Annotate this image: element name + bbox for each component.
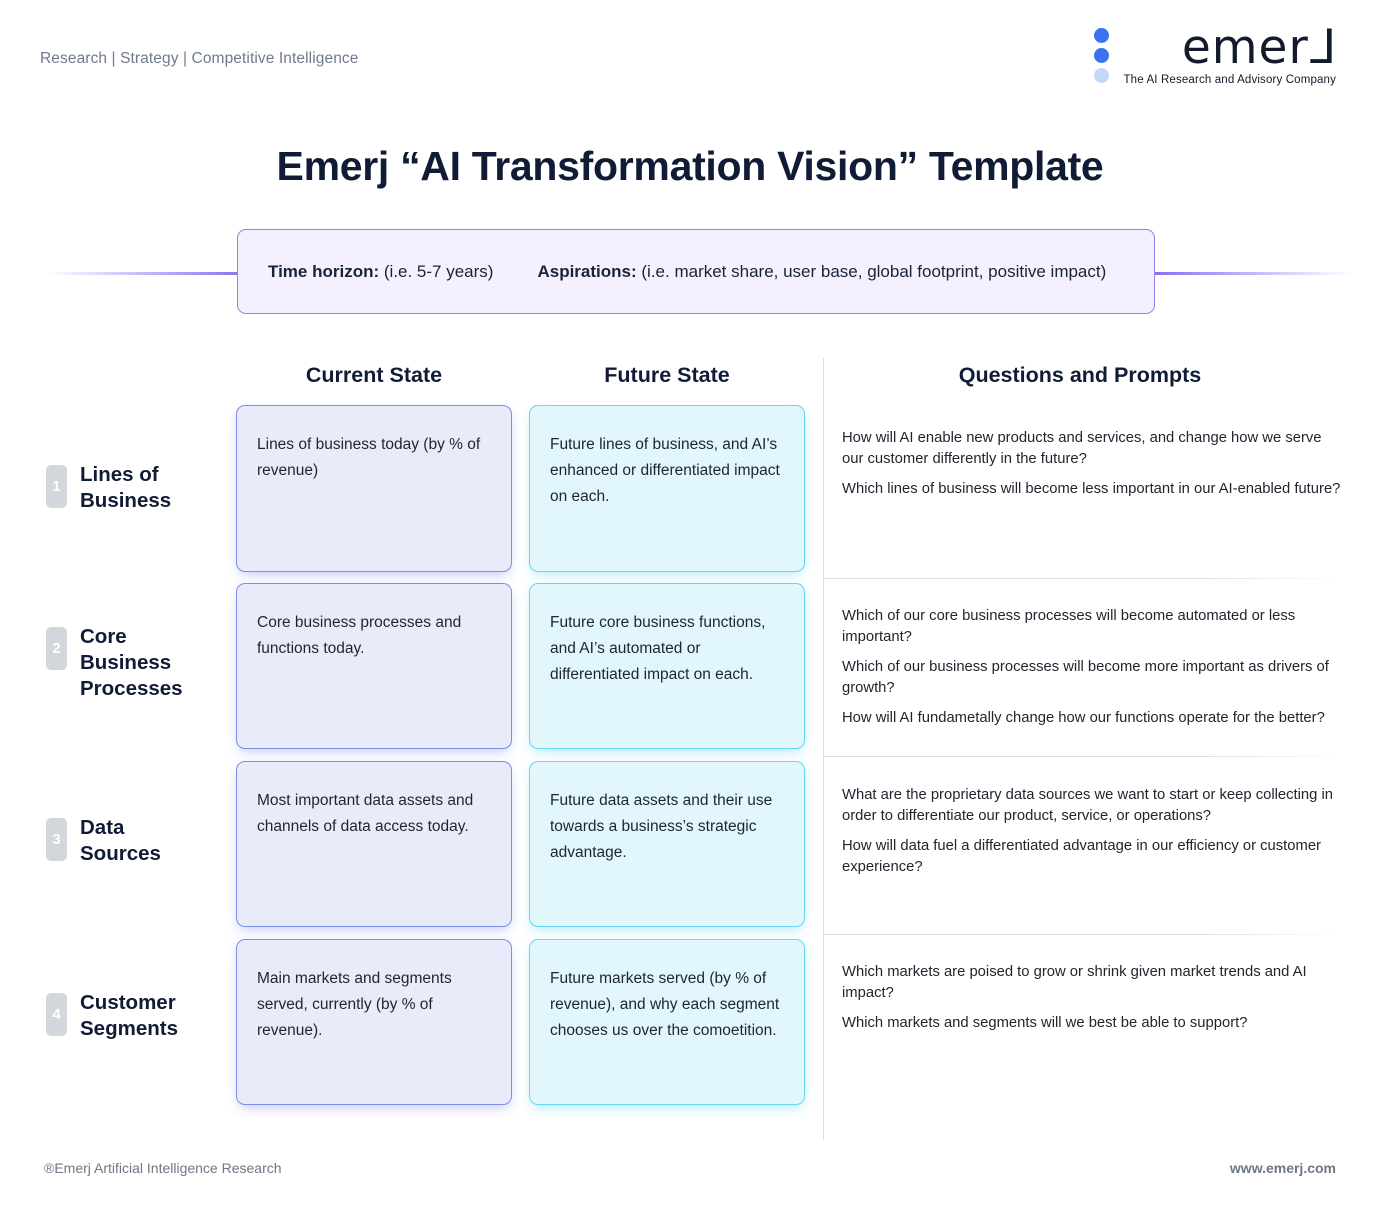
future-state-card[interactable]: Future data assets and their use towards… (529, 761, 805, 927)
column-header-future-state: Future State (604, 363, 730, 387)
row-divider (824, 756, 1344, 758)
page-header: Research | Strategy | Competitive Intell… (0, 0, 1380, 110)
footer-copyright: ®Emerj Artificial Intelligence Research (44, 1160, 282, 1176)
logo-dot-3-icon (1094, 68, 1110, 83)
vision-banner: Time horizon: (i.e. 5-7 years) Aspiratio… (237, 229, 1155, 314)
row-label-text: Data Sources (80, 816, 161, 865)
current-state-card[interactable]: Lines of business today (by % of revenue… (236, 405, 512, 572)
page-footer: ®Emerj Artificial Intelligence Research … (0, 1160, 1380, 1190)
row-divider (824, 578, 1344, 580)
logo-dot-1-icon (1094, 28, 1110, 43)
row-number-badge: 1 (46, 465, 67, 508)
question-item: How will AI enable new products and serv… (842, 430, 1322, 467)
banner-line-right (1152, 272, 1352, 275)
future-state-card[interactable]: Future markets served (by % of revenue),… (529, 939, 805, 1105)
questions-block: Which of our core business processes wil… (842, 606, 1342, 729)
logo-dots-icon (1094, 24, 1110, 83)
row-label-text: Lines of Business (80, 463, 172, 512)
row-label-3: 3 Data Sources (46, 815, 210, 867)
aspirations-label: Aspirations: (537, 261, 637, 281)
time-horizon-item: Time horizon: (i.e. 5-7 years) (268, 262, 493, 282)
logo-dot-2-icon (1094, 48, 1110, 63)
questions-block: How will AI enable new products and serv… (842, 428, 1342, 500)
question-item: Which lines of business will become less… (842, 481, 1341, 497)
logo-subtitle: The AI Research and Advisory Company (1123, 74, 1336, 86)
current-state-card[interactable]: Most important data assets and channels … (236, 761, 512, 927)
questions-block: Which markets are poised to grow or shri… (842, 962, 1342, 1034)
questions-column-divider (823, 358, 825, 1140)
row-number-badge: 4 (46, 993, 67, 1036)
column-header-questions: Questions and Prompts (958, 363, 1202, 387)
page-title: Emerj “AI Transformation Vision” Templat… (276, 143, 1104, 189)
question-item: Which of our business processes will bec… (842, 659, 1329, 696)
question-item: Which markets are poised to grow or shri… (842, 964, 1307, 1001)
column-header-current-state: Current State (305, 363, 443, 387)
row-number-badge: 2 (46, 627, 67, 670)
footer-website[interactable]: www.emerj.com (1229, 1160, 1336, 1176)
column-headers: Current State Future State Questions and… (0, 363, 1380, 397)
row-divider (824, 934, 1344, 936)
logo-text-block: emerL The AI Research and Advisory Compa… (1123, 20, 1336, 86)
row-label-text: Core Business Processes (80, 625, 183, 700)
time-horizon-label: Time horizon: (268, 261, 380, 281)
question-item: Which of our core business processes wil… (842, 608, 1296, 645)
banner-section: Time horizon: (i.e. 5-7 years) Aspiratio… (0, 229, 1380, 317)
row-label-1: 1 Lines of Business (46, 462, 210, 514)
logo-wordmark: emerL (1182, 20, 1336, 75)
current-state-card[interactable]: Main markets and segments served, curren… (236, 939, 512, 1105)
time-horizon-value: (i.e. 5-7 years) (383, 261, 494, 281)
question-item: What are the proprietary data sources we… (842, 787, 1334, 824)
question-item: Which markets and segments will we best … (842, 1015, 1248, 1031)
logo-wordmark-main: emer (1181, 20, 1309, 75)
banner-line-left (46, 272, 246, 275)
emerj-logo: emerL The AI Research and Advisory Compa… (1094, 20, 1336, 86)
aspirations-item: Aspirations: (i.e. market share, user ba… (537, 262, 1106, 282)
question-item: How will data fuel a differentiated adva… (842, 838, 1321, 875)
row-label-text: Customer Segments (80, 991, 178, 1040)
logo-wordmark-j: L (1308, 20, 1336, 75)
row-label-4: 4 Customer Segments (46, 990, 210, 1042)
questions-block: What are the proprietary data sources we… (842, 785, 1342, 878)
question-item: How will AI fundametally change how our … (842, 710, 1325, 726)
row-number-badge: 3 (46, 818, 67, 861)
future-state-card[interactable]: Future core business functions, and AI’s… (529, 583, 805, 749)
header-tagline: Research | Strategy | Competitive Intell… (40, 50, 359, 67)
current-state-card[interactable]: Core business processes and functions to… (236, 583, 512, 749)
future-state-card[interactable]: Future lines of business, and AI’s enhan… (529, 405, 805, 572)
row-label-2: 2 Core Business Processes (46, 624, 210, 702)
aspirations-value: (i.e. market share, user base, global fo… (641, 261, 1107, 281)
